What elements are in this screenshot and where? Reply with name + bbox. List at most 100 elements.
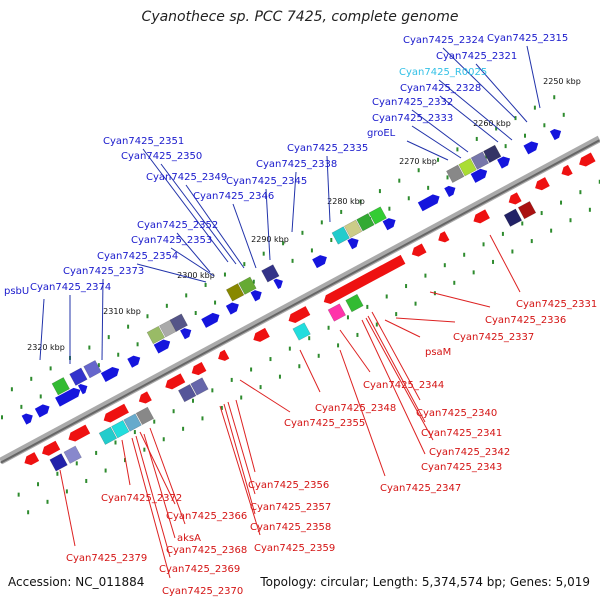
reverse-gene-label: Cyan7425_2336: [485, 315, 566, 326]
reverse-leader-line: [339, 349, 386, 477]
forward-gene: [470, 168, 488, 183]
forward-gene-label: Cyan7425_2352: [137, 220, 218, 231]
forward-gene: [180, 328, 192, 340]
reverse-leader-line: [489, 234, 521, 293]
forward-gene-label: Cyan7425_2321: [436, 51, 517, 62]
forward-gene: [100, 366, 120, 382]
reverse-leader-line: [59, 469, 76, 547]
kbp-scale-label: 2310 kbp: [103, 307, 141, 316]
reverse-gene: [103, 403, 129, 423]
reverse-gene: [438, 231, 450, 243]
reverse-leader-line: [135, 435, 171, 558]
reverse-gene: [535, 177, 550, 191]
reverse-gene-label: Cyan7425_2342: [429, 447, 510, 458]
reverse-gene-label: Cyan7425_2379: [66, 553, 147, 564]
reverse-gene-label: Cyan7425_2369: [159, 564, 240, 575]
forward-feature-box: [169, 313, 188, 332]
reverse-gene-label: Cyan7425_2366: [166, 511, 247, 522]
reverse-leader-line: [367, 315, 426, 423]
forward-feature-box: [368, 206, 387, 225]
reverse-leader-line: [219, 405, 261, 536]
reverse-gene-label: Cyan7425_2337: [453, 332, 534, 343]
forward-leader-line: [291, 171, 297, 233]
forward-gene-label: groEL: [367, 128, 396, 139]
reverse-leader-line: [365, 317, 434, 441]
forward-gene-label: Cyan7425_R0025: [399, 67, 487, 78]
forward-gene: [523, 141, 539, 155]
reverse-feature-box: [503, 208, 523, 227]
reverse-gene: [191, 362, 207, 376]
reverse-feature-box: [292, 322, 311, 341]
forward-feature-box: [331, 226, 350, 245]
reverse-leader-line: [429, 291, 491, 308]
forward-gene-label: Cyan7425_2315: [487, 33, 568, 44]
reverse-leader-line: [139, 431, 176, 505]
reverse-feature-box: [190, 377, 209, 396]
reverse-feature-box: [135, 406, 155, 426]
kbp-scale-label: 2270 kbp: [399, 157, 437, 166]
forward-gene: [382, 218, 396, 231]
reverse-gene: [42, 440, 61, 456]
forward-gene: [153, 339, 171, 354]
forward-gene-label: Cyan7425_2350: [121, 151, 202, 162]
genome-backbone: [0, 135, 600, 465]
reverse-gene: [508, 192, 522, 205]
genome-backbone-shadow: [0, 139, 600, 464]
reverse-gene: [323, 254, 406, 304]
reverse-gene-label: Cyan7425_2359: [254, 543, 335, 554]
reverse-gene-label: Cyan7425_2355: [284, 418, 365, 429]
reverse-feature-box: [98, 426, 118, 445]
forward-feature-box: [446, 164, 465, 183]
forward-feature-box: [83, 360, 102, 379]
forward-feature-box: [470, 151, 490, 170]
forward-gene-label: Cyan7425_2351: [103, 136, 184, 147]
forward-gene-label: Cyan7425_2346: [193, 191, 274, 202]
reverse-gene-label: Cyan7425_2343: [421, 462, 502, 473]
forward-leader-line: [438, 79, 513, 141]
forward-leader-line: [170, 247, 215, 277]
forward-gene: [549, 128, 562, 141]
forward-leader-line: [411, 109, 469, 153]
forward-leader-line: [142, 148, 229, 263]
reverse-gene: [165, 373, 186, 390]
forward-gene-label: Cyan7425_2332: [372, 97, 453, 108]
reverse-leader-line: [339, 329, 371, 373]
forward-leader-line: [442, 47, 516, 119]
forward-leader-line: [326, 155, 331, 223]
reverse-gene-label: Cyan7425_2341: [421, 428, 502, 439]
reverse-leader-line: [395, 317, 456, 323]
forward-feature-box: [458, 158, 477, 177]
forward-feature-box: [483, 144, 502, 164]
forward-feature-box: [51, 377, 70, 396]
forward-gene-label: Cyan7425_2374: [30, 282, 111, 293]
forward-gene: [201, 312, 220, 328]
forward-gene: [127, 355, 141, 368]
reverse-gene: [68, 424, 91, 442]
reverse-gene-label: Cyan7425_2347: [380, 483, 461, 494]
kbp-scale-label: 2320 kbp: [27, 343, 65, 352]
kbp-scale-label: 2290 kbp: [251, 235, 289, 244]
reverse-gene: [411, 243, 427, 257]
reverse-gene-label: Cyan7425_2340: [416, 408, 497, 419]
forward-leader-line: [39, 298, 45, 361]
forward-feature-box: [69, 367, 88, 386]
forward-gene: [347, 238, 359, 250]
forward-leader-line: [136, 263, 207, 283]
forward-leader-line: [160, 163, 237, 265]
reverse-feature-box: [63, 445, 82, 464]
forward-gene-label: Cyan7425_2328: [400, 83, 481, 94]
forward-gene: [273, 278, 283, 290]
reverse-feature-box: [49, 453, 68, 472]
forward-feature-box: [343, 219, 363, 238]
forward-gene: [77, 384, 88, 395]
forward-leader-line: [176, 232, 211, 273]
reverse-leader-line: [299, 349, 321, 393]
reverse-leader-line: [223, 403, 256, 515]
reverse-gene-label: aksA: [177, 533, 201, 544]
gene-track: [21, 128, 596, 472]
reverse-leader-line: [384, 319, 421, 338]
forward-gene-label: Cyan7425_2345: [226, 176, 307, 187]
reverse-gene-label: Cyan7425_2358: [250, 522, 331, 533]
forward-gene: [250, 290, 262, 302]
